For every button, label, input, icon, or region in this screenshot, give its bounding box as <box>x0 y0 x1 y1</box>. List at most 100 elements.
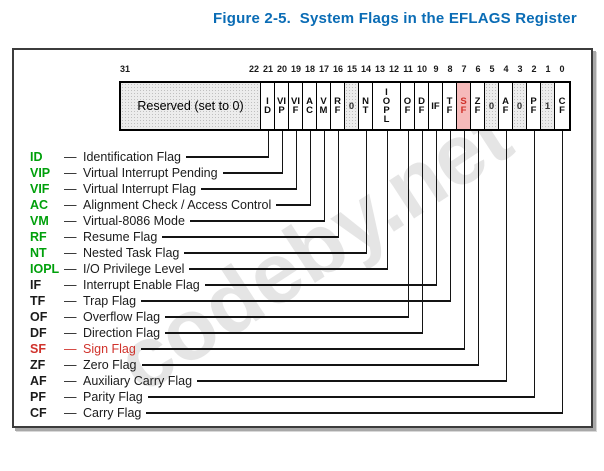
flag-name: Resume Flag <box>83 230 158 244</box>
connector-vline-vm <box>324 131 326 222</box>
flag-name: Sign Flag <box>83 342 136 356</box>
flag-abbr: AC <box>30 198 49 212</box>
connector-vline-ac <box>310 131 312 206</box>
register-cell-zf: ZF <box>471 83 485 129</box>
flag-name: Identification Flag <box>83 150 181 164</box>
cell-label: PF <box>530 96 537 116</box>
legend-row-cf: CF—Carry Flag <box>30 405 562 421</box>
bit-number-1: 1 <box>545 64 551 74</box>
register-cell-vif: VIF <box>289 83 303 129</box>
flag-separator: — <box>64 326 77 340</box>
cell-label: VM <box>319 96 328 116</box>
legend-row-df: DF—Direction Flag <box>30 325 422 341</box>
legend-row-pf: PF — Parity Flag <box>30 389 534 405</box>
bit-number-31: 31 <box>120 64 131 74</box>
bit-number-2: 2 <box>531 64 537 74</box>
connector-lines <box>14 50 591 426</box>
bit-number-15: 15 <box>346 64 357 74</box>
connector-vline-rf <box>338 131 340 238</box>
cell-label: VIP <box>277 96 286 116</box>
flag-separator: — <box>64 406 77 420</box>
register-cell-cf: CF <box>555 83 569 129</box>
cell-label: ID <box>264 96 271 116</box>
register-cell-of: OF <box>401 83 415 129</box>
connector-hline <box>165 316 408 318</box>
flag-separator: — <box>64 294 77 308</box>
flag-name: Overflow Flag <box>83 310 161 324</box>
cell-label: SF <box>460 96 467 116</box>
flag-separator: — <box>64 166 77 180</box>
bit-number-16: 16 <box>332 64 343 74</box>
connector-hline <box>201 188 296 190</box>
flag-separator: — <box>64 230 77 244</box>
flag-name: Auxiliary Carry Flag <box>83 374 193 388</box>
bit-number-3: 3 <box>517 64 523 74</box>
bit-number-18: 18 <box>304 64 315 74</box>
flag-abbr: ID <box>30 150 43 164</box>
cell-label: OF <box>403 96 412 116</box>
bit-number-4: 4 <box>503 64 509 74</box>
bit-number-5: 5 <box>489 64 495 74</box>
connector-hline <box>222 172 282 174</box>
bit-number-20: 20 <box>276 64 287 74</box>
flag-separator: — <box>64 374 77 388</box>
flag-name: I/O Privilege Level <box>83 262 185 276</box>
legend-row-vm: VM—Virtual-8086 Mode <box>30 213 324 229</box>
bit-number-7: 7 <box>461 64 467 74</box>
cell-label: DF <box>418 96 425 116</box>
cell-label: IOPL <box>382 87 391 125</box>
legend-row-if: IF—Interrupt Enable Flag <box>30 277 436 293</box>
flag-abbr: NT <box>30 246 47 260</box>
cell-label: TF <box>446 96 453 116</box>
legend-row-iopl: IOPL—I/O Privilege Level <box>30 261 387 277</box>
flag-name: Virtual Interrupt Flag <box>83 182 197 196</box>
register-cell-iopl: IOPL <box>373 83 401 129</box>
flag-separator: — <box>64 390 77 404</box>
flag-abbr: AF <box>30 374 47 388</box>
flag-name: Direction Flag <box>83 326 161 340</box>
flag-separator: — <box>64 150 77 164</box>
bit-number-10: 10 <box>416 64 427 74</box>
bit-number-0: 0 <box>559 64 565 74</box>
cell-label: NT <box>362 96 369 116</box>
connector-hline <box>197 380 506 382</box>
register-cell-nt: NT <box>359 83 373 129</box>
flag-name: Alignment Check / Access Control <box>83 198 272 212</box>
flag-name: Interrupt Enable Flag <box>83 278 200 292</box>
register-cell-1: 1 <box>541 83 555 129</box>
register-cell-af: AF <box>499 83 513 129</box>
bit-number-21: 21 <box>262 64 273 74</box>
connector-vline-sf <box>464 131 466 350</box>
register-cell-tf: TF <box>443 83 457 129</box>
connector-vline-of <box>408 131 410 318</box>
flag-abbr: PF <box>30 390 46 404</box>
flag-separator: — <box>64 342 77 356</box>
register-cell-sf: SF <box>457 83 471 129</box>
connector-vline-tf <box>450 131 452 302</box>
bit-number-12: 12 <box>388 64 399 74</box>
register-cell-0: 0 <box>485 83 499 129</box>
flag-abbr: RF <box>30 230 47 244</box>
cell-label: RF <box>334 96 341 116</box>
register-cell-pf: PF <box>527 83 541 129</box>
legend-row-sf: SF — Sign Flag <box>30 341 464 357</box>
flag-separator: — <box>64 214 77 228</box>
flag-abbr: VIP <box>30 166 51 180</box>
figure-caption: Figure 2-5. System Flags in the EFLAGS R… <box>213 10 577 27</box>
bit-number-22: 22 <box>248 64 259 74</box>
flag-separator: — <box>64 182 77 196</box>
connector-vline-id <box>268 131 270 158</box>
flag-name: Parity Flag <box>83 390 143 404</box>
flag-abbr: TF <box>30 294 46 308</box>
connector-hline <box>189 220 324 222</box>
register-cell-vip: VIP <box>275 83 289 129</box>
bit-number-6: 6 <box>475 64 481 74</box>
flag-abbr: SF <box>30 342 46 356</box>
cell-label: 1 <box>544 100 551 112</box>
connector-hline <box>141 300 450 302</box>
flag-name: Virtual Interrupt Pending <box>83 166 218 180</box>
connector-hline <box>146 412 562 414</box>
